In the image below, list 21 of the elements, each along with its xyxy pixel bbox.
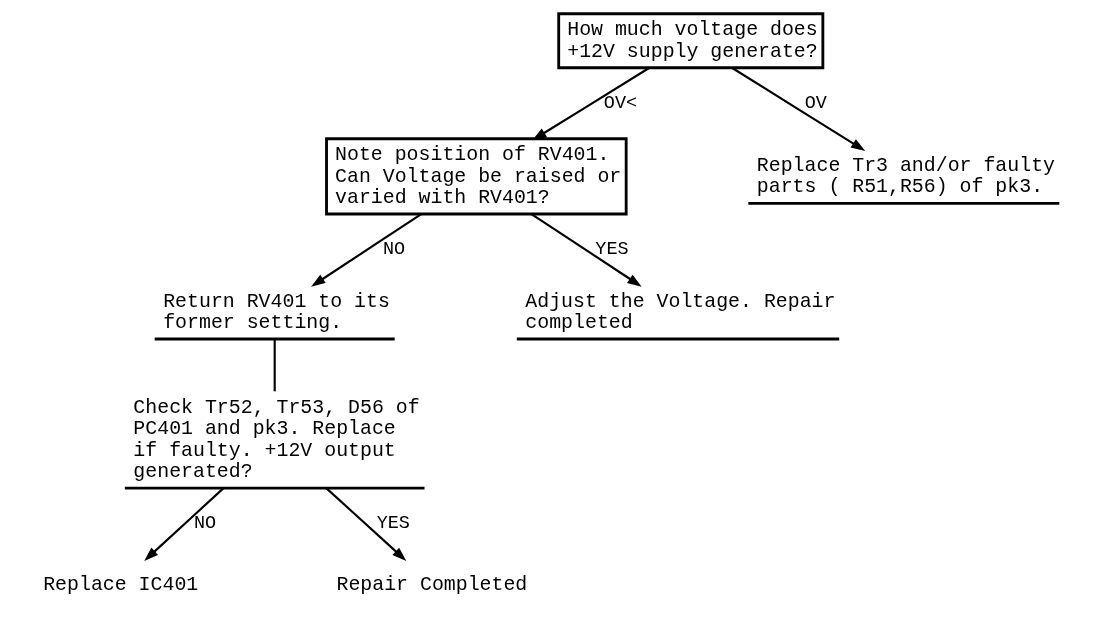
arrow: [310, 213, 422, 287]
node-box: Note position of RV401. Can Voltage be raised or varied with RV401?: [324, 137, 628, 216]
node-text: Adjust the Voltage. Repair completed: [524, 289, 835, 334]
edge-label: NO: [193, 513, 216, 535]
node-text: Return RV401 to its former setting.: [162, 289, 390, 334]
node-box: How much voltage does +12V supply generate?: [556, 12, 824, 70]
edge-label: OV<: [603, 93, 637, 115]
edge-label: YES: [376, 513, 410, 535]
node-text: Check Tr52, Tr53, D56 of PC401 and pk3. Replace if faulty. +12V output generated?: [132, 396, 420, 484]
node-text: Replace IC401: [42, 572, 198, 596]
node-text: Repair Completed: [335, 572, 527, 596]
arrow: [530, 213, 642, 287]
node-text: Replace Tr3 and/or faulty parts ( R51,R56) of pk3.: [756, 153, 1055, 199]
edge-label: NO: [382, 239, 405, 261]
edge-label: YES: [594, 239, 629, 261]
arrow: [730, 66, 865, 151]
connector: [273, 339, 276, 392]
arrow: [531, 66, 650, 141]
arrow: [143, 487, 224, 561]
edge-label: OV: [804, 93, 827, 115]
arrow: [325, 487, 406, 561]
